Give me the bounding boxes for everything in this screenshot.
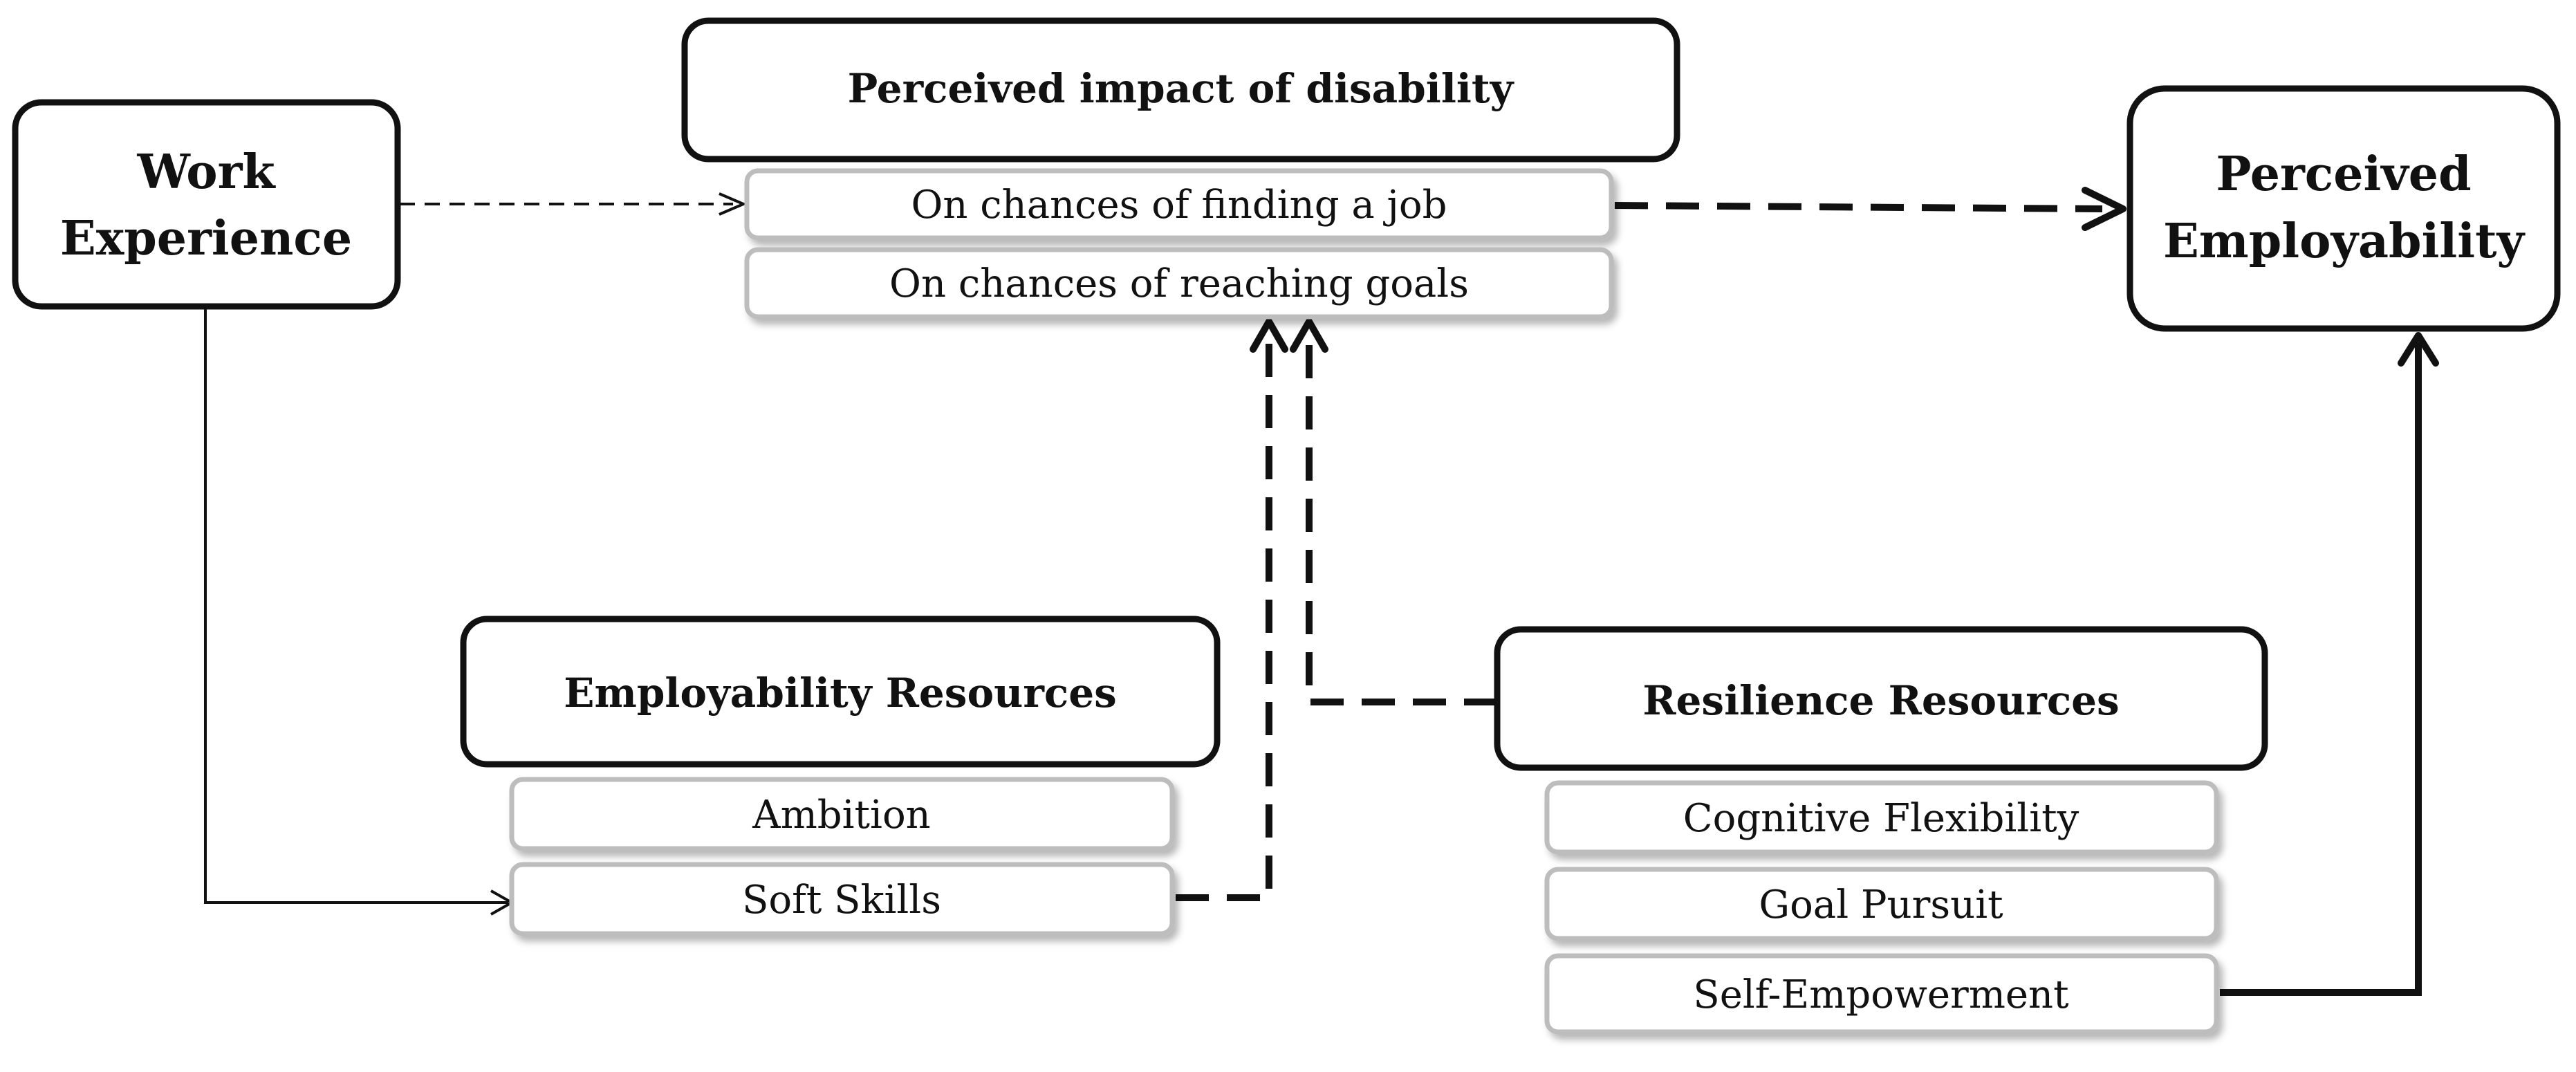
node-employability-resources: Employability Resources <box>460 616 1221 768</box>
node-perceived-employability-line1: Perceived <box>2216 147 2471 202</box>
resilience-item-self-empowerment: Self-Empowerment <box>1544 953 2219 1035</box>
employability-item-soft-skills: Soft Skills <box>509 862 1175 936</box>
edge-self-empowerment-to-employability <box>2220 332 2439 996</box>
node-resilience-resources: Resilience Resources <box>1494 626 2268 771</box>
resilience-item-goal-pursuit: Goal Pursuit <box>1544 867 2219 941</box>
employability-item-ambition: Ambition <box>509 777 1175 851</box>
node-perceived-impact: Perceived impact of disability <box>681 17 1680 163</box>
node-work-experience: Work Experience <box>12 99 401 310</box>
employability-item-soft-skills-label: Soft Skills <box>742 878 941 923</box>
node-perceived-employability: Perceived Employability <box>2126 85 2561 332</box>
impact-item-finding-job: On chances of finding a job <box>744 168 1614 241</box>
impact-item-finding-job-label: On chances of finding a job <box>911 183 1447 228</box>
node-work-experience-line2: Experience <box>60 211 352 266</box>
impact-item-reaching-goals: On chances of reaching goals <box>744 247 1614 320</box>
employability-item-ambition-label: Ambition <box>752 793 931 838</box>
impact-item-reaching-goals-label: On chances of reaching goals <box>889 261 1469 306</box>
node-perceived-impact-title: Perceived impact of disability <box>848 65 1515 112</box>
resilience-item-goal-pursuit-label: Goal Pursuit <box>1759 882 2003 927</box>
edge-work-experience-to-finding-job <box>400 192 748 216</box>
resilience-item-cognitive-flexibility-label: Cognitive Flexibility <box>1683 796 2079 841</box>
edge-resilience-to-reaching-goals <box>1290 318 1497 705</box>
resilience-item-self-empowerment-label: Self-Empowerment <box>1693 972 2069 1017</box>
resilience-item-cognitive-flexibility: Cognitive Flexibility <box>1544 780 2219 855</box>
edge-work-experience-to-soft-skills <box>204 308 515 916</box>
node-work-experience-line1: Work <box>136 145 276 200</box>
node-employability-resources-title: Employability Resources <box>564 669 1117 717</box>
edge-soft-skills-to-reaching-goals <box>1176 318 1288 901</box>
node-resilience-resources-title: Resilience Resources <box>1642 677 2119 724</box>
node-perceived-employability-line2: Employability <box>2163 214 2526 269</box>
edge-finding-job-to-employability <box>1614 187 2126 231</box>
